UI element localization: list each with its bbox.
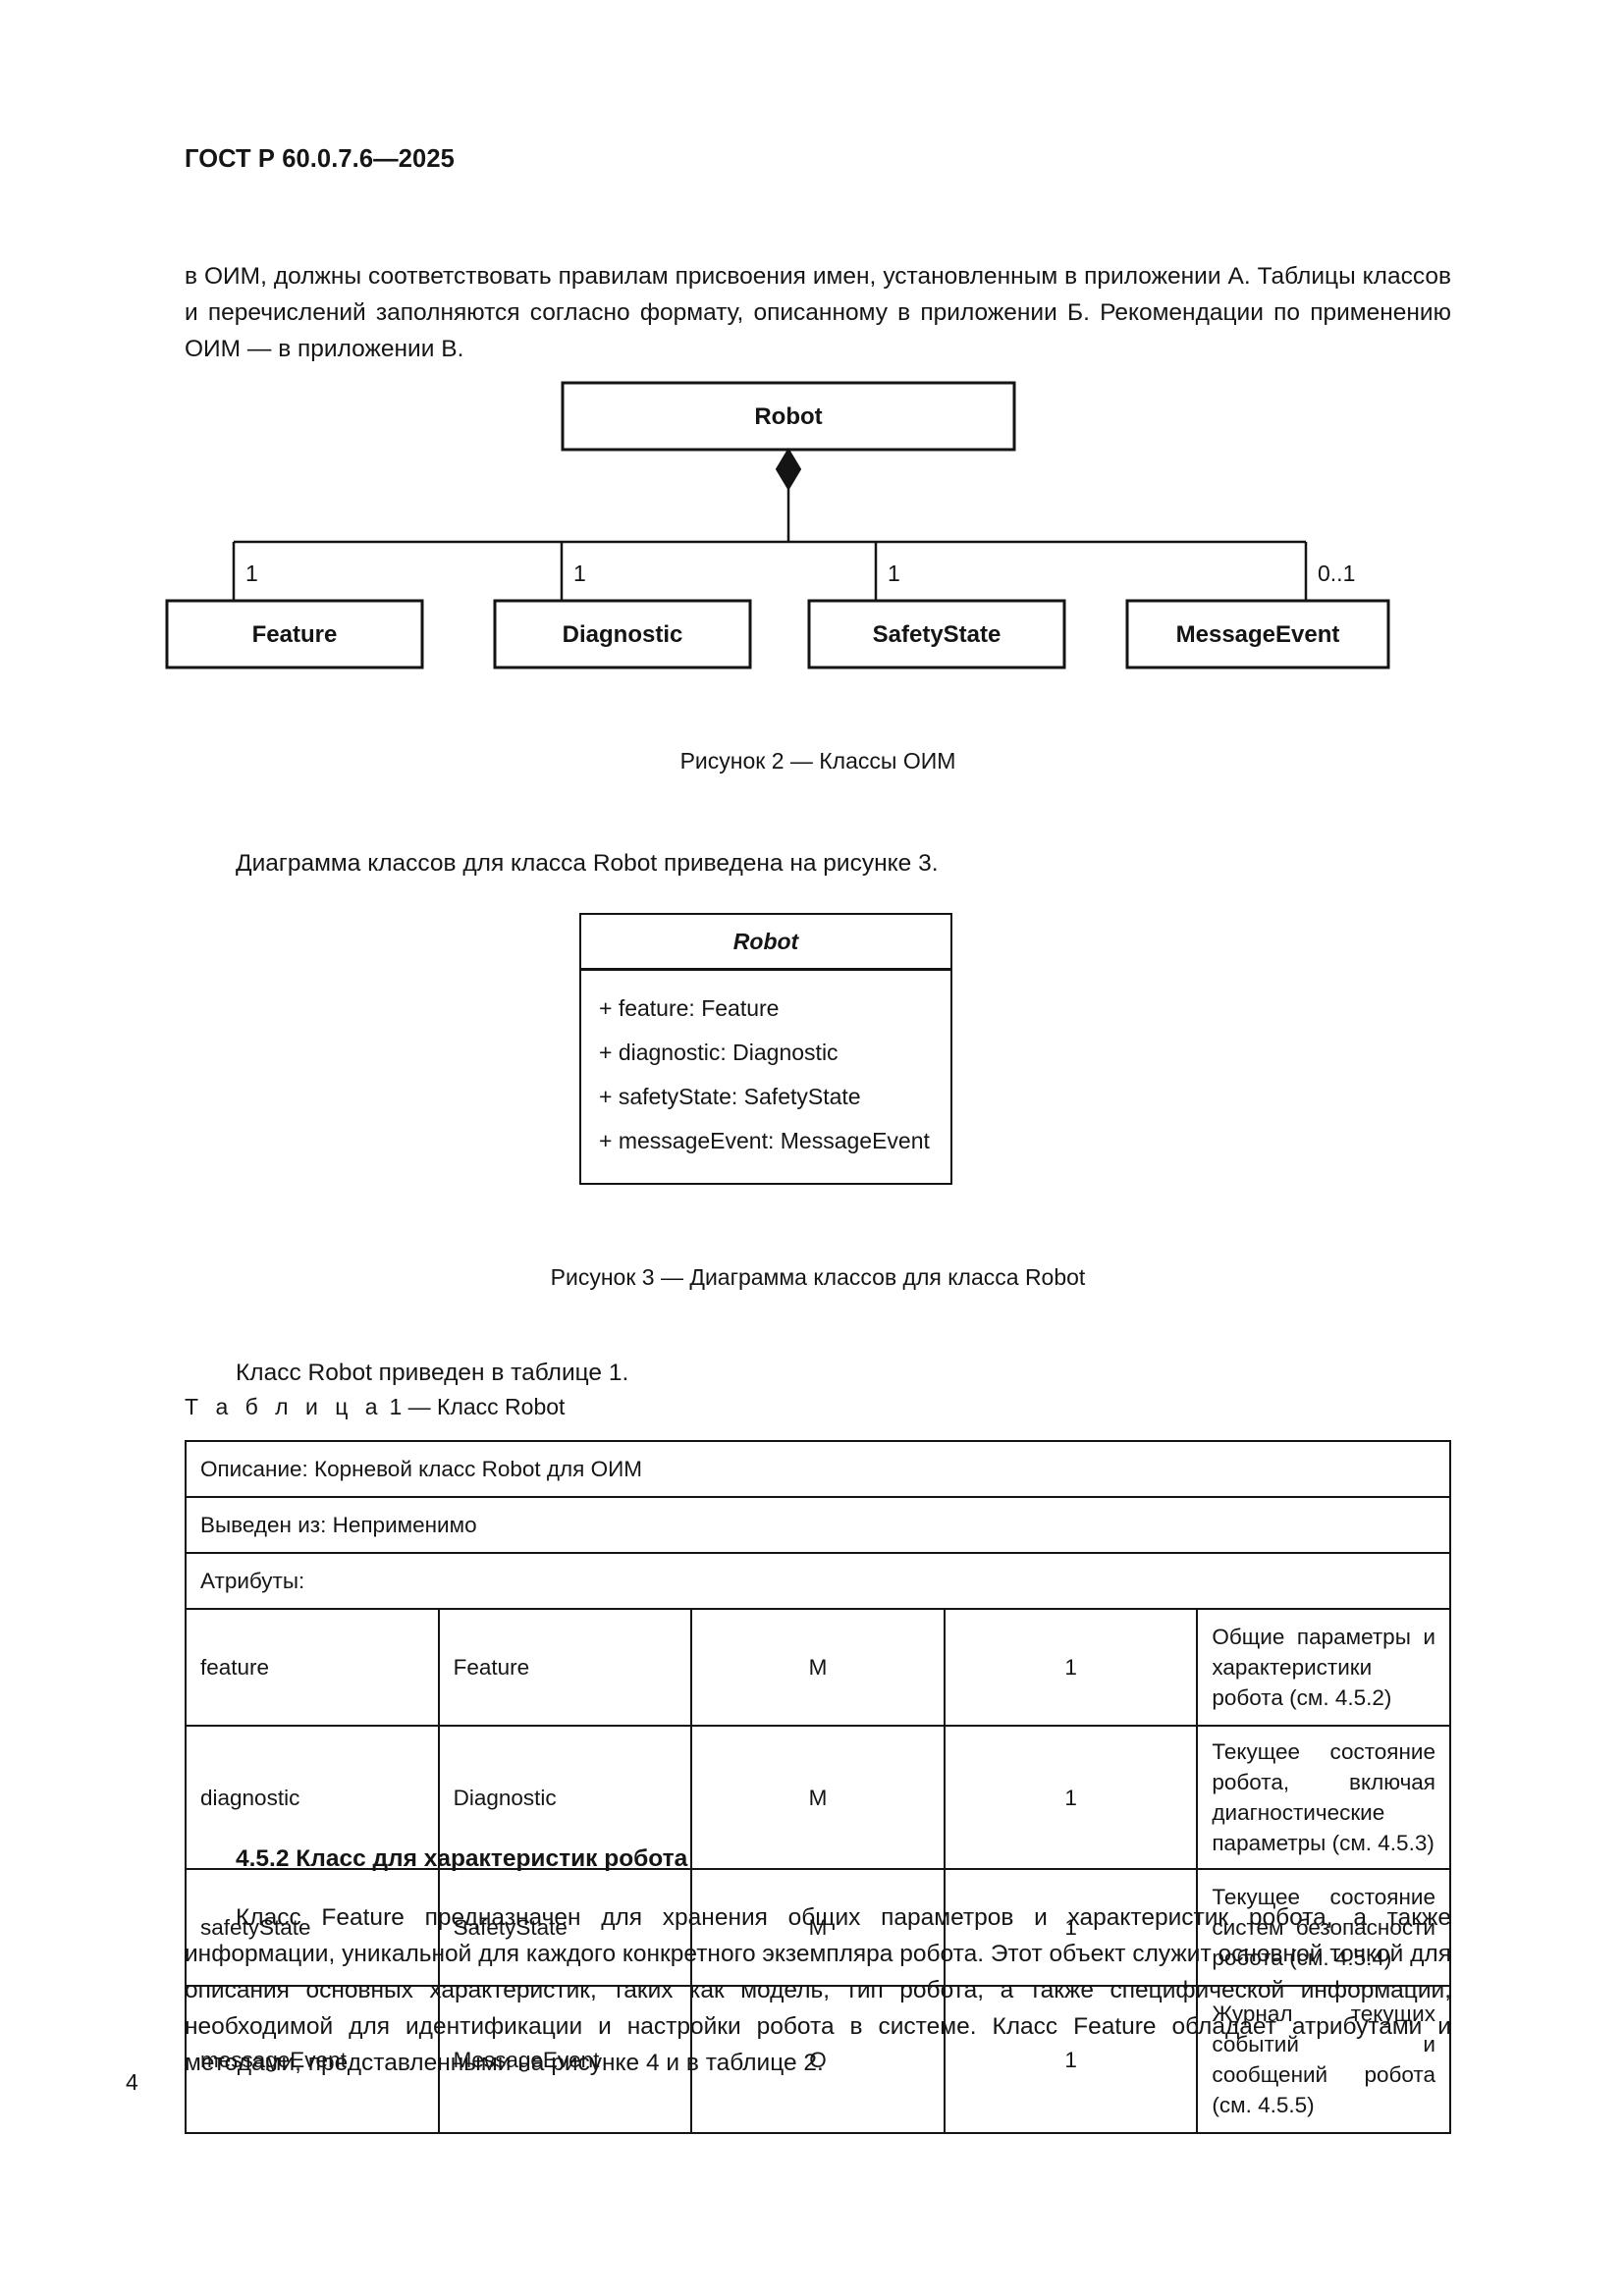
table-1-wrapper: Описание: Корневой класс Robot для ОИМ В… [185, 1440, 1451, 2134]
lead-paragraph: в ОИМ, должны соответствовать правилам п… [185, 262, 1451, 362]
figure-2-class-hierarchy: Robot 1 1 1 0..1 Feature [145, 373, 1451, 717]
figure-2-caption: Рисунок 2 — Классы ОИМ [679, 748, 956, 774]
table-row: safetyState SafetyState M 1 Текущее сост… [185, 1868, 1451, 1987]
attribute-type-cell: Feature [437, 1608, 693, 1727]
table-row: Описание: Корневой класс Robot для ОИМ [185, 1440, 1451, 1498]
figure2-child-box-diagnostic [493, 599, 752, 669]
attribute-multiplicity-cell: 1 [943, 1608, 1199, 1727]
attribute-description-cell: Журнал текущих событий и сообщений робот… [1196, 1985, 1451, 2134]
figure2-child-label-messageevent: MessageEvent [1176, 621, 1340, 648]
figure-3-attribute: + diagnostic: Diagnostic [599, 1040, 839, 1065]
attribute-type-cell: Diagnostic [437, 1725, 693, 1870]
page-number: 4 [126, 2069, 138, 2095]
figure-3-class-name: Robot [581, 915, 950, 971]
attribute-mandatory-cell: M [690, 1608, 946, 1727]
section-heading-4-5-2: 4.5.2 Класс для характеристик робота [236, 1845, 688, 1872]
figure2-root-label: Robot [754, 403, 822, 430]
attribute-name-cell: feature [185, 1608, 440, 1727]
table-1-title-word: Т а б л и ц а [185, 1394, 384, 1419]
attribute-name-cell: diagnostic [185, 1725, 440, 1870]
attribute-name-cell: safetyState [185, 1868, 440, 1987]
figure-3-attribute-list: + feature: Feature + diagnostic: Diagnos… [581, 971, 950, 1183]
figure2-child-label-feature: Feature [252, 621, 338, 648]
figure-3-attribute: + safetyState: SafetyState [599, 1084, 861, 1109]
table-1-intro-paragraph: Класс Robot приведен в таблице 1. [236, 1359, 629, 1386]
table-1-description-cell: Описание: Корневой класс Robot для ОИМ [185, 1440, 1451, 1498]
closing-paragraph: Класс Feature предназначен для хранения … [185, 1903, 1451, 2076]
attribute-type-cell: MessageEvent [437, 1985, 693, 2134]
table-1-attributes-cell: Атрибуты: [185, 1552, 1451, 1610]
attribute-mandatory-cell: O [690, 1985, 946, 2134]
attribute-mandatory-cell: M [690, 1868, 946, 1987]
table-1-title: Т а б л и ц а 1 — Класс Robot [185, 1394, 565, 1420]
figure-3-intro-paragraph: Диаграмма классов для класса Robot приве… [236, 849, 939, 877]
figure-3-caption: Рисунок 3 — Диаграмма классов для класса… [550, 1264, 1086, 1290]
figure-3-attribute: + messageEvent: MessageEvent [599, 1128, 930, 1153]
figure2-multiplicity-3: 1 [888, 561, 900, 586]
attribute-multiplicity-cell: 1 [943, 1868, 1199, 1987]
figure2-multiplicity-4: 0..1 [1318, 561, 1355, 586]
figure2-multiplicity-2: 1 [573, 561, 586, 586]
table-row: Выведен из: Неприменимо [185, 1496, 1451, 1554]
attribute-multiplicity-cell: 1 [943, 1985, 1199, 2134]
attribute-mandatory-cell: M [690, 1725, 946, 1870]
table-1-derived-cell: Выведен из: Неприменимо [185, 1496, 1451, 1554]
figure2-root-box [561, 381, 1016, 452]
figure2-multiplicity-1: 1 [245, 561, 258, 586]
figure2-child-label-safetystate: SafetyState [873, 621, 1001, 648]
page-content: ГОСТ Р 60.0.7.6—2025 в ОИМ, должны соотв… [126, 0, 1451, 2296]
composition-diamond-icon [775, 448, 802, 491]
table-row: diagnostic Diagnostic M 1 Текущее состоя… [185, 1725, 1451, 1870]
figure-3-attribute: + feature: Feature [599, 995, 780, 1021]
attribute-description-cell: Текущее состояние робота, включая диагно… [1196, 1725, 1451, 1870]
table-row: messageEvent MessageEvent O 1 Журнал тек… [185, 1985, 1451, 2134]
figure-3-robot-class-box: Robot + feature: Feature + diagnostic: D… [579, 913, 952, 1185]
table-row: Атрибуты: [185, 1552, 1451, 1610]
attribute-name-cell: messageEvent [185, 1985, 440, 2134]
table-1: Описание: Корневой класс Robot для ОИМ В… [185, 1440, 1451, 2134]
table-1-title-rest: 1 — Класс Robot [383, 1394, 566, 1419]
attribute-description-cell: Текущее состояние систем безопасности ро… [1196, 1868, 1451, 1987]
attribute-multiplicity-cell: 1 [943, 1725, 1199, 1870]
table-row: feature Feature M 1 Общие параметры и ха… [185, 1608, 1451, 1727]
figure2-child-box-safetystate [807, 599, 1066, 669]
figure-2-svg: Robot 1 1 1 0..1 Feature [165, 381, 1390, 669]
running-head: ГОСТ Р 60.0.7.6—2025 [185, 145, 455, 173]
figure2-child-label-diagnostic: Diagnostic [563, 621, 683, 648]
attribute-type-cell: SafetyState [437, 1868, 693, 1987]
figure2-child-box-feature [165, 599, 424, 669]
figure2-child-box-messageevent [1125, 599, 1390, 669]
attribute-description-cell: Общие параметры и характеристики робота … [1196, 1608, 1451, 1727]
